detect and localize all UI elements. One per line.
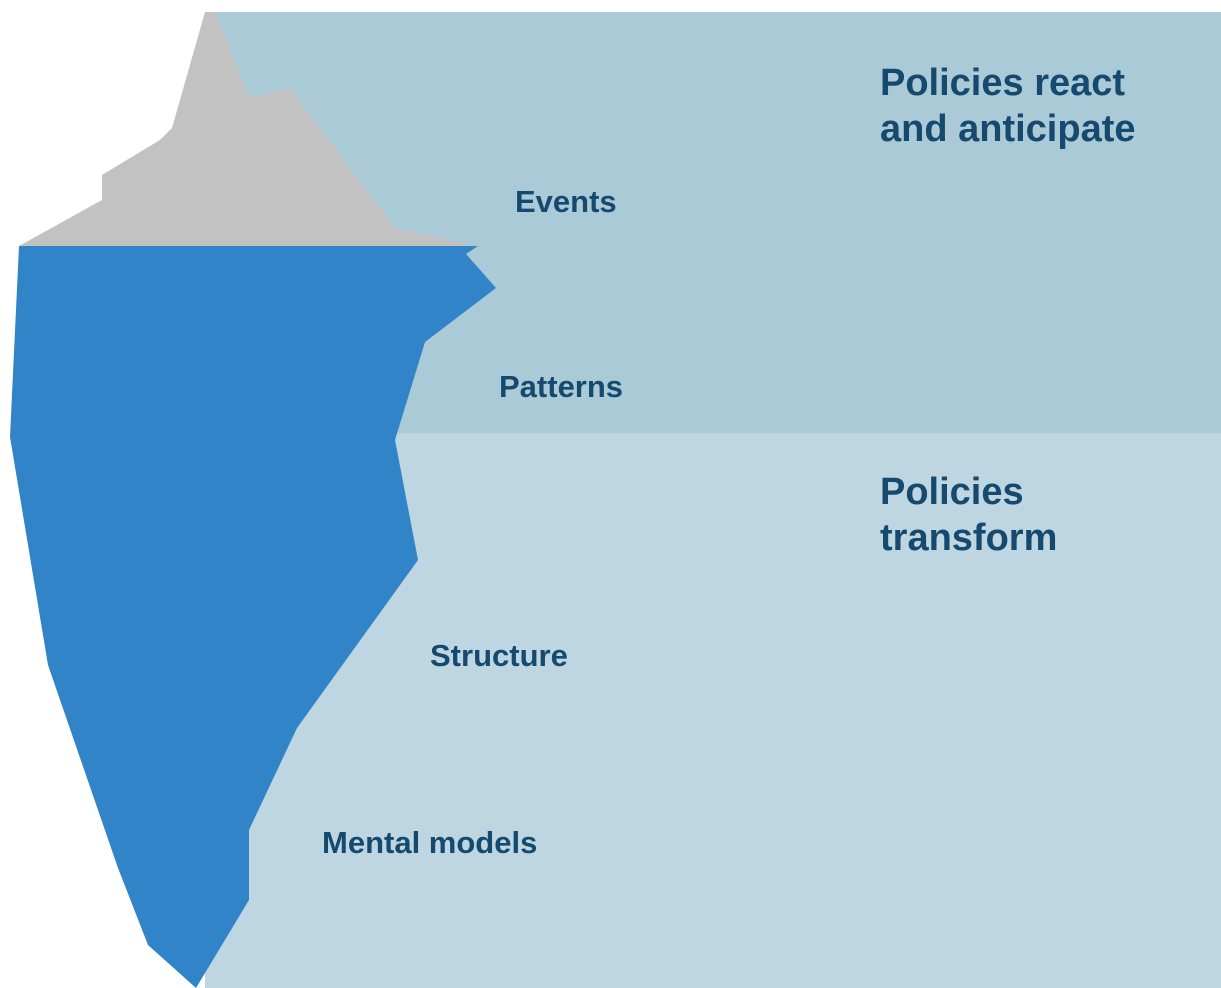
level-mental-models-label: Mental models	[322, 825, 538, 860]
iceberg-tip	[19, 12, 478, 246]
policies-transform-heading: Policies transform	[880, 471, 1058, 559]
iceberg-body	[10, 246, 496, 988]
level-structure-label: Structure	[430, 638, 568, 673]
level-patterns-label: Patterns	[499, 369, 624, 404]
policies-react-heading: Policies react and anticipate	[880, 62, 1136, 150]
level-events-label: Events	[515, 184, 617, 219]
